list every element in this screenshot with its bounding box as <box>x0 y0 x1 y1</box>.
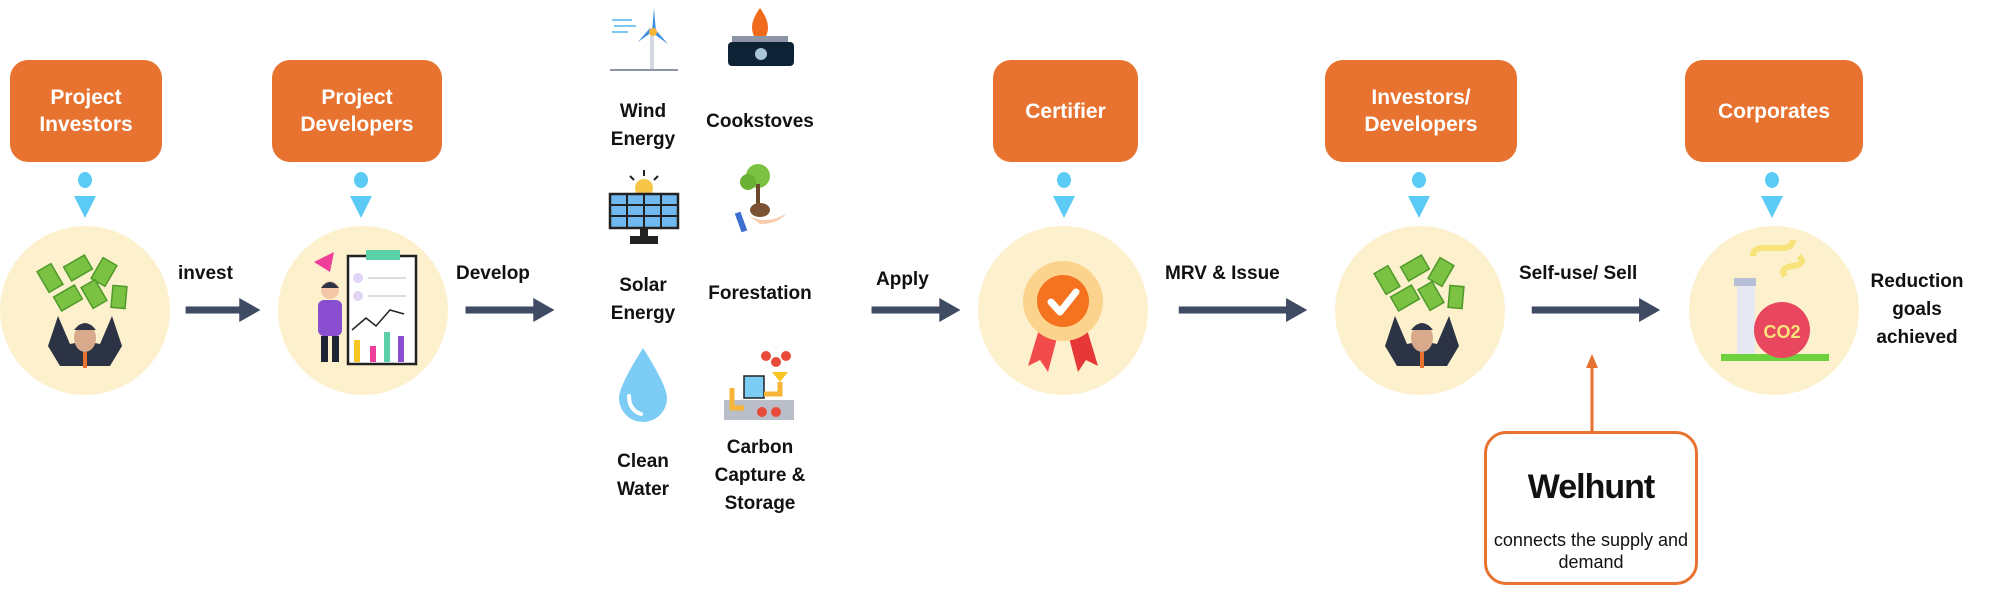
project-label-cookstoves: Cookstoves <box>706 111 814 132</box>
flow-label-develop: Develop <box>456 263 530 284</box>
connector-dot <box>1412 172 1426 188</box>
connector-dot <box>1057 172 1071 188</box>
role-corporates: Corporates <box>1685 60 1863 162</box>
certifier-circle <box>978 226 1148 395</box>
arrow-develop <box>465 298 555 322</box>
role-project-developers: Project Developers <box>272 60 442 162</box>
developer-chart-icon <box>314 250 418 366</box>
investor-money-icon <box>36 254 128 368</box>
outcome-label: Reduction goals achieved <box>1870 271 1964 348</box>
investor-circle <box>0 226 170 395</box>
developer-circle <box>278 226 448 395</box>
welhunt-logo: Welhunt <box>1527 468 1655 506</box>
investor-money-icon <box>1373 254 1465 368</box>
arrow-self-use-sell <box>1531 298 1661 322</box>
water-drop-icon <box>619 348 667 422</box>
co2-label: CO2 <box>1763 322 1800 342</box>
certificate-badge-icon <box>1023 261 1103 372</box>
project-label-solar-energy: Solar Energy <box>610 275 676 324</box>
project-label-carbon-capture-storage: Carbon Capture & Storage <box>714 437 806 514</box>
welhunt-description: connects the supply and demand <box>1493 530 1689 572</box>
solar-panel-icon <box>608 170 680 244</box>
connector-triangle-icon <box>1761 196 1783 218</box>
corporate-circle: CO2 <box>1689 226 1859 395</box>
carbon-capture-icon <box>724 351 794 420</box>
flow-label-apply: Apply <box>876 269 929 290</box>
welhunt-box: Welhunt connects the supply and demand <box>1484 431 1698 585</box>
connector-dot <box>354 172 368 188</box>
project-label-wind-energy: Wind Energy <box>610 101 676 150</box>
wind-turbine-icon <box>610 8 678 71</box>
project-label-forestation: Forestation <box>708 283 812 304</box>
flow-label-invest: invest <box>178 263 233 284</box>
flow-label-mrv-issue: MRV & Issue <box>1165 263 1280 284</box>
cookstove-icon <box>728 8 794 66</box>
role-label: Corporates <box>1717 99 1831 123</box>
role-label: Certifier <box>1025 99 1106 123</box>
role-certifier: Certifier <box>993 60 1138 162</box>
connector-triangle-icon <box>350 196 372 218</box>
role-investors-developers: Investors/ Developers <box>1325 60 1517 162</box>
investor-developer-circle <box>1335 226 1505 395</box>
connector-dot <box>1765 172 1779 188</box>
project-label-clean-water: Clean Water <box>616 451 670 500</box>
arrow-apply <box>871 298 961 322</box>
connector-dot <box>78 172 92 188</box>
connector-triangle-icon <box>74 196 96 218</box>
sapling-icon <box>734 164 786 233</box>
co2-factory-icon: CO2 <box>1721 239 1829 361</box>
role-label: Project Investors <box>39 86 133 136</box>
welhunt-arrow <box>1586 354 1598 432</box>
role-label: Investors/ Developers <box>1364 86 1478 136</box>
arrow-mrv-issue <box>1178 298 1308 322</box>
connector-triangle-icon <box>1408 196 1430 218</box>
flow-label-self-use-sell: Self-use/ Sell <box>1519 263 1638 284</box>
arrow-invest <box>185 298 261 322</box>
connector-triangle-icon <box>1053 196 1075 218</box>
role-label: Project Developers <box>300 86 414 136</box>
role-project-investors: Project Investors <box>10 60 162 162</box>
